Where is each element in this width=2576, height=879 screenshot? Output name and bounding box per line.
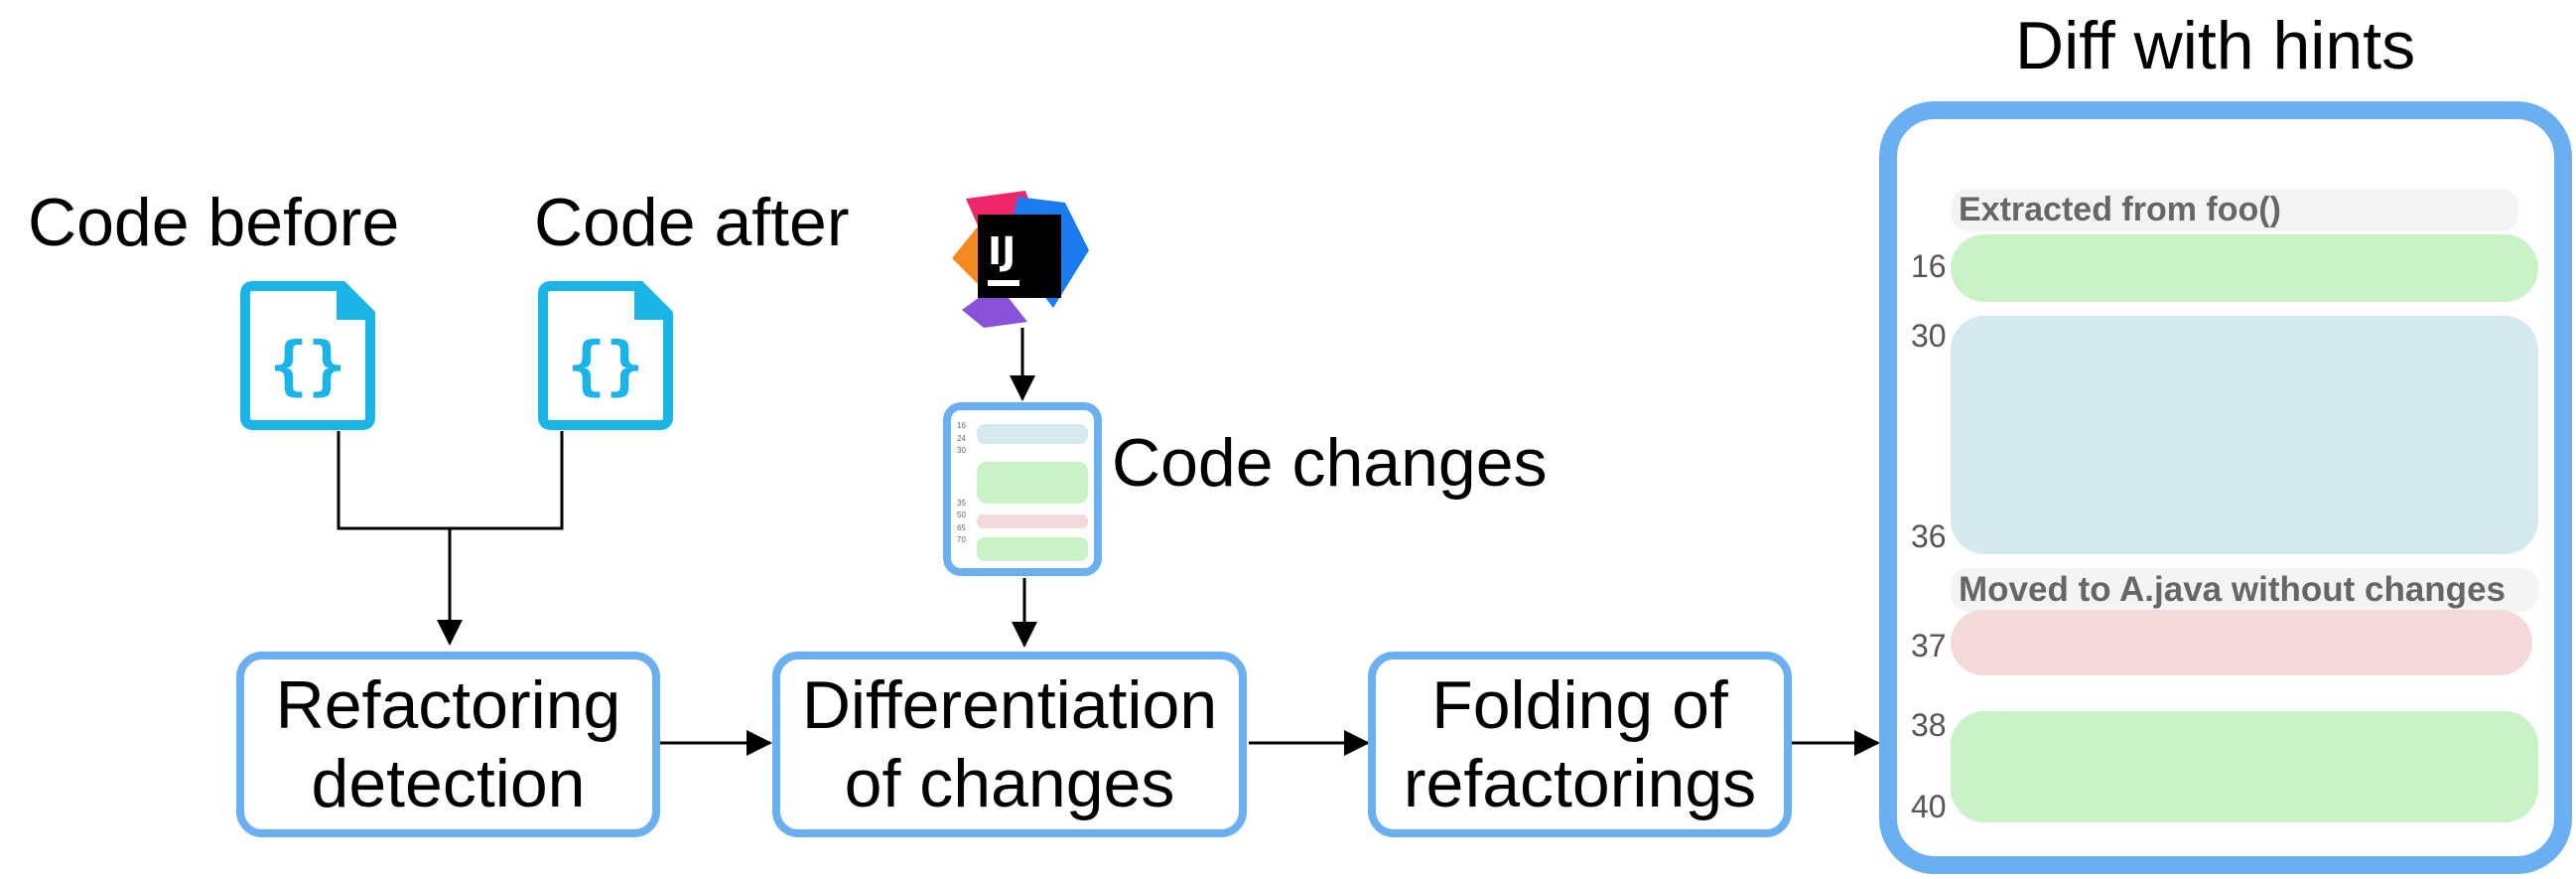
svg-text:{}: {} <box>269 330 345 403</box>
code-before-label: Code before <box>28 185 400 260</box>
refactoring-detection-line-1: Refactoring <box>275 667 621 744</box>
line-number: 36 <box>1911 518 1947 554</box>
diff-band-removed-37 <box>1951 610 2532 675</box>
refactoring-detection-line-2: detection <box>311 745 586 821</box>
folding-of-refactorings-step: Folding of refactorings <box>1368 652 1792 837</box>
diff-band-added-16 <box>1951 234 2538 302</box>
diff-with-hints-title: Diff with hints <box>2015 8 2416 83</box>
code-after-label: Code after <box>534 185 850 260</box>
line-number: 38 <box>1911 707 1947 743</box>
code-changes-label: Code changes <box>1112 425 1548 501</box>
differentiation-line-2: of changes <box>844 745 1175 821</box>
diff-with-hints-panel: Extracted from foo() Moved to A.java wit… <box>1879 101 2572 874</box>
folding-line-1: Folding of <box>1431 667 1728 744</box>
line-number: 30 <box>1911 318 1947 354</box>
svg-text:{}: {} <box>567 330 643 403</box>
refactoring-detection-step: Refactoring detection <box>236 652 660 837</box>
code-before-file-icon: {} <box>240 281 375 430</box>
folding-line-2: refactorings <box>1403 745 1757 821</box>
svg-text:IJ: IJ <box>988 229 1016 273</box>
line-number: 40 <box>1911 789 1947 824</box>
diff-band-changed-30-36 <box>1951 316 2538 554</box>
differentiation-line-1: Differentiation <box>801 667 1218 744</box>
intellij-idea-logo-icon: IJ <box>952 191 1089 328</box>
line-number: 37 <box>1911 628 1947 663</box>
differentiation-of-changes-step: Differentiation of changes <box>772 652 1247 837</box>
hint-moved-without-changes: Moved to A.java without changes <box>1951 568 2538 612</box>
code-after-file-icon: {} <box>538 281 673 430</box>
line-number: 16 <box>1911 248 1947 284</box>
diff-band-added-38-40 <box>1951 711 2538 822</box>
hint-extracted-from: Extracted from foo() <box>1951 189 2518 231</box>
